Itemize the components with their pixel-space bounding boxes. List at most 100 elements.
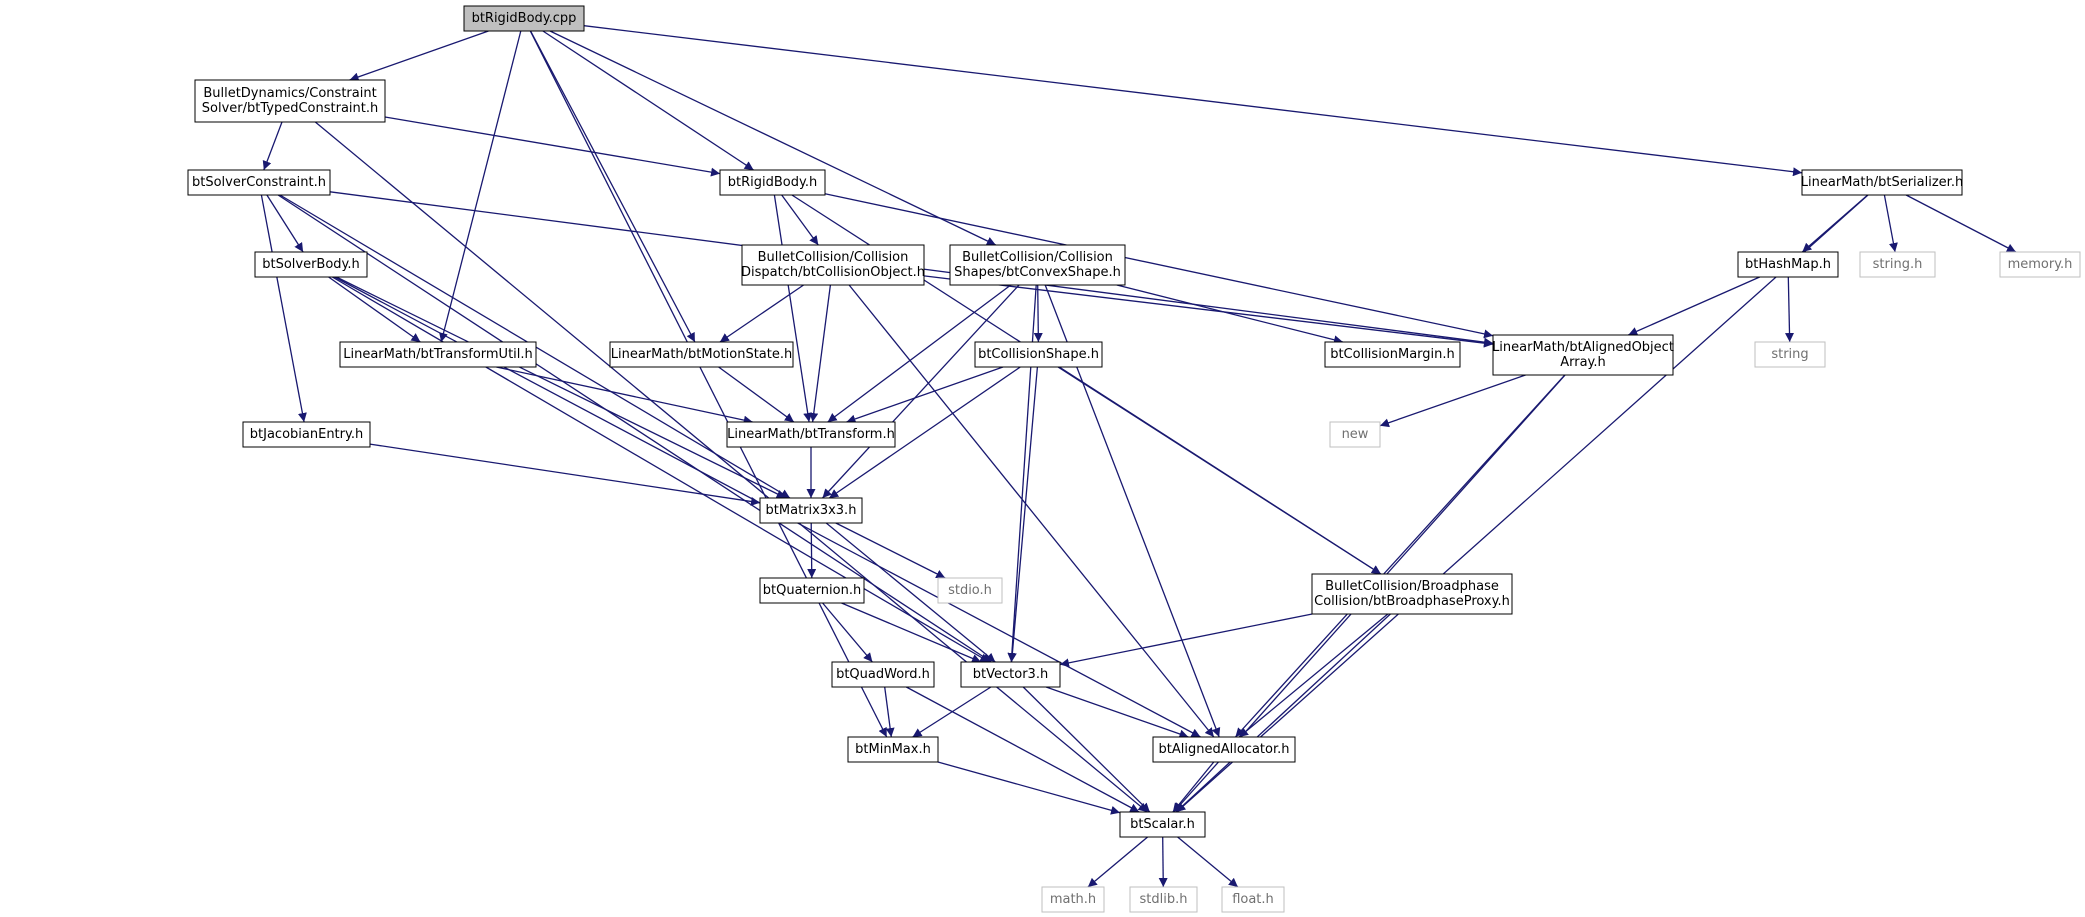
node-btScalar[interactable]: btScalar.h (1119, 811, 1206, 838)
node-box (1801, 169, 1963, 196)
node-label: btScalar.h (1130, 817, 1195, 832)
node-label: math.h (1050, 892, 1096, 907)
edge-btQuadWord-to-btMinMax (884, 686, 895, 738)
node-btVector3[interactable]: btVector3.h (960, 661, 1061, 688)
node-btRigidBodyH[interactable]: btRigidBody.h (719, 169, 826, 196)
node-btCollisionShape[interactable]: btCollisionShape.h (974, 341, 1103, 368)
edge-btBroadphaseProxy-to-btScalar (1175, 613, 1391, 813)
node-label: btCollisionShape.h (978, 347, 1099, 362)
node-box (1324, 341, 1461, 368)
node-btQuaternion[interactable]: btQuaternion.h (759, 577, 865, 604)
node-box (949, 244, 1126, 286)
node-box (1492, 334, 1674, 376)
node-btMotionState[interactable]: LinearMath/btMotionState.h (609, 341, 794, 368)
node-label: btRigidBody.h (728, 175, 817, 190)
node-label: Array.h (1560, 355, 1606, 370)
edge-btJacobianEntry-to-btMatrix3x3 (369, 443, 761, 506)
edge-btVector3-to-btMinMax (912, 686, 992, 738)
node-btHashMap[interactable]: btHashMap.h (1737, 251, 1839, 278)
node-label: btMinMax.h (855, 742, 931, 757)
node-label: LinearMath/btTransformUtil.h (343, 347, 533, 362)
node-label: LinearMath/btTransform.h (727, 427, 895, 442)
node-btSolverConstraint[interactable]: btSolverConstraint.h (187, 169, 331, 196)
node-btTransform[interactable]: LinearMath/btTransform.h (726, 421, 896, 448)
edge-btSolverConstraint-to-btJacobianEntry (260, 194, 307, 423)
edge-btCollisionShape-to-btBroadphaseProxy (1057, 366, 1382, 575)
node-label: LinearMath/btAlignedObject (1492, 340, 1674, 355)
edge-root-to-btMotionState (530, 30, 696, 343)
edge-btMatrix3x3-to-stdioh (835, 522, 946, 579)
node-label: string.h (1873, 257, 1923, 272)
edge-btSerializer-to-stringh (1883, 194, 1898, 253)
node-box (194, 79, 386, 123)
node-btSerializer[interactable]: LinearMath/btSerializer.h (1801, 169, 1963, 196)
edge-btAlignedObjectArray-to-new (1379, 374, 1526, 428)
edge-btConvexShape-to-btMatrix3x3 (822, 284, 1020, 499)
edge-btSolverBody-to-btMatrix3x3 (336, 276, 786, 499)
node-root[interactable]: btRigidBody.cpp (463, 5, 585, 32)
node-box (1999, 251, 2081, 278)
node-label: btSolverConstraint.h (192, 175, 326, 190)
node-box (974, 341, 1103, 368)
node-box (960, 661, 1061, 688)
node-btSolverBody[interactable]: btSolverBody.h (254, 251, 368, 278)
edge-root-to-btRigidBodyH (542, 30, 754, 171)
node-box (1311, 573, 1513, 615)
node-label: string (1771, 347, 1808, 362)
edge-btMatrix3x3-to-btQuaternion (807, 522, 817, 579)
node-memoryh: memory.h (1999, 251, 2081, 278)
node-label: new (1342, 427, 1369, 442)
node-btAlignedAllocator[interactable]: btAlignedAllocator.h (1152, 736, 1296, 763)
node-box (937, 577, 1003, 604)
edge-btCollisionShape-to-btTransform (846, 366, 1004, 424)
node-btCollisionMargin[interactable]: btCollisionMargin.h (1324, 341, 1461, 368)
node-label: btRigidBody.cpp (472, 11, 577, 26)
node-btTransformUtil[interactable]: LinearMath/btTransformUtil.h (339, 341, 537, 368)
node-box (1859, 251, 1936, 278)
edge-btVector3-to-btAlignedAllocator (1045, 686, 1189, 739)
edge-btQuadWord-to-btScalar (905, 686, 1140, 813)
node-label: Shapes/btConvexShape.h (954, 265, 1121, 280)
node-label: memory.h (2008, 257, 2073, 272)
edge-btConvexShape-to-btCollisionShape (1033, 284, 1043, 343)
node-btBroadphaseProxy[interactable]: BulletCollision/BroadphaseCollision/btBr… (1311, 573, 1513, 615)
node-btConvexShape[interactable]: BulletCollision/CollisionShapes/btConvex… (949, 244, 1126, 286)
node-box (242, 421, 371, 448)
node-btCollisionObject[interactable]: BulletCollision/CollisionDispatch/btColl… (741, 244, 925, 286)
node-label: btMatrix3x3.h (766, 503, 857, 518)
edge-btScalar-to-floath (1177, 836, 1239, 888)
node-label: btCollisionMargin.h (1330, 347, 1455, 362)
node-btMatrix3x3[interactable]: btMatrix3x3.h (759, 497, 863, 524)
edge-btQuaternion-to-btQuadWord (822, 602, 873, 663)
edge-btConvexShape-to-btTransform (827, 284, 1012, 423)
node-btJacobianEntry[interactable]: btJacobianEntry.h (242, 421, 371, 448)
edge-btMatrix3x3-to-btVector3 (825, 522, 996, 663)
node-box (339, 341, 537, 368)
node-box (741, 244, 925, 286)
node-btQuadWord[interactable]: btQuadWord.h (831, 661, 935, 688)
node-box (831, 661, 935, 688)
edge-btConvexShape-to-btCollisionMargin (1116, 284, 1344, 345)
edge-btCollisionShape-to-btVector3 (1007, 366, 1039, 663)
node-label: btJacobianEntry.h (250, 427, 363, 442)
edge-btCollisionObject-to-btTransform (809, 284, 832, 423)
edge-btAlignedObjectArray-to-btAlignedAllocator (1234, 374, 1566, 738)
node-label: btSolverBody.h (262, 257, 360, 272)
edge-btScalar-to-stdlibh (1158, 836, 1168, 888)
node-btMinMax[interactable]: btMinMax.h (847, 736, 939, 763)
node-label: LinearMath/btMotionState.h (611, 347, 793, 362)
node-stringh: string.h (1859, 251, 1936, 278)
node-box (463, 5, 585, 32)
edge-root-to-btSerializer (583, 25, 1803, 177)
node-label: Dispatch/btCollisionObject.h (741, 265, 925, 280)
node-btTypedConstraint[interactable]: BulletDynamics/ConstraintSolver/btTypedC… (194, 79, 386, 123)
edge-btRigidBodyH-to-btAlignedObjectArray (824, 193, 1494, 339)
edge-btRigidBodyH-to-btTransform (773, 194, 813, 423)
edge-btHashMap-to-btAlignedObjectArray (1628, 276, 1760, 336)
edge-btSolverConstraint-to-btSolverBody (266, 194, 304, 253)
edge-btSolverBody-to-btVector3 (331, 276, 990, 663)
edges-layer (260, 25, 2017, 888)
node-box (847, 736, 939, 763)
